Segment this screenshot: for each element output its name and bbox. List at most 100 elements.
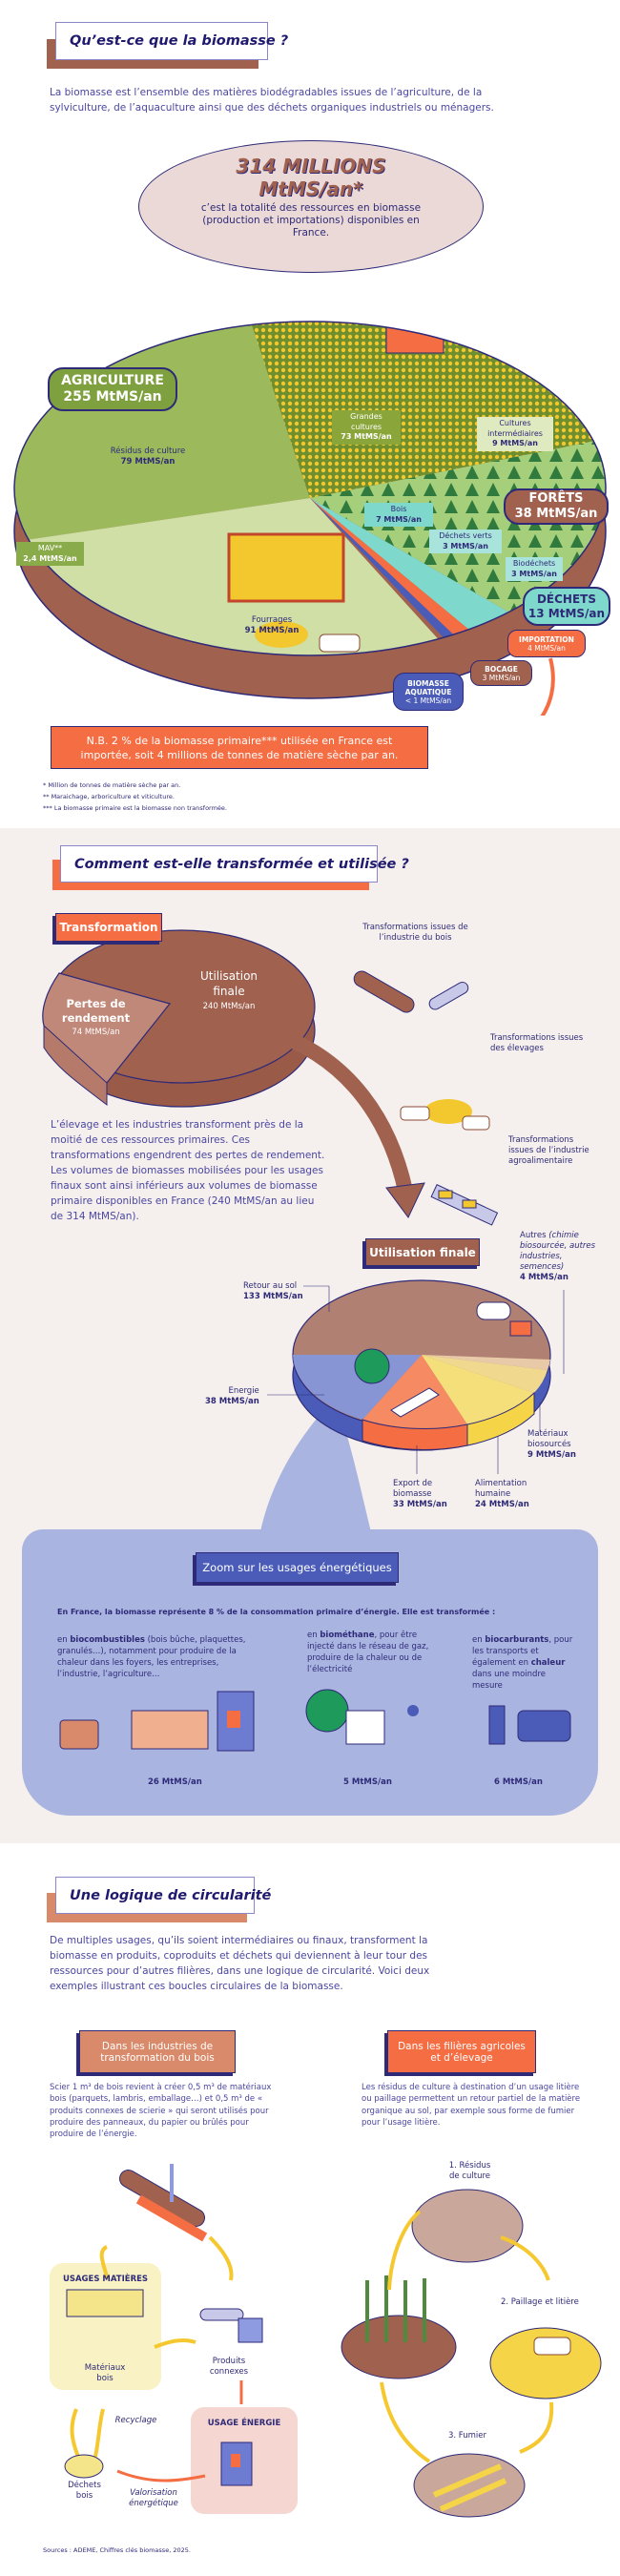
total-big-2: MtMS/an* <box>258 177 363 200</box>
cow <box>319 634 361 653</box>
pellet-bags-icon <box>131 1710 209 1750</box>
energy-value-biocarburants: 6 MtMS/an <box>494 1777 543 1787</box>
slice-autres <box>422 1355 550 1370</box>
dechets-badge: DÉCHETS 13 MtMS/an <box>523 587 610 626</box>
crop-field <box>341 2315 457 2379</box>
energy-illustrations <box>59 1689 571 1752</box>
biomethane-plant-icon <box>305 1689 419 1745</box>
digester-icon <box>354 1348 390 1384</box>
section-what-is-biomass: Qu’est-ce que la biomasse ? La biomasse … <box>0 0 620 828</box>
usage-energie-label: USAGE ÉNERGIE <box>207 2419 281 2428</box>
paper-icon <box>199 2308 263 2343</box>
energy-col-biocombustibles: en biocombustibles (bois bûche, plaquett… <box>57 1635 246 1679</box>
total-ellipse: 314 MILLIONS MtMS/an* c’est la totalité … <box>138 140 484 273</box>
forets-badge: FORÊTS 38 MtMS/an <box>504 488 609 525</box>
dechets-bois-label: Déchets bois <box>68 2481 101 2501</box>
wood-industry-icon <box>353 970 469 1013</box>
forets-value: 38 MtMS/an <box>514 507 598 521</box>
transformation-pie <box>42 929 499 1226</box>
final-use-tag: Utilisation finale <box>365 1238 480 1266</box>
wood-tag: Dans les industries de transformation du… <box>79 2030 236 2073</box>
stove-icon <box>217 1691 255 1752</box>
label-transfo-elevages: Transformations issues des élevages <box>490 1033 584 1053</box>
slice-dechets <box>310 498 523 655</box>
energy-zoom-box: Zoom sur les usages énergétiques En Fran… <box>22 1529 598 1816</box>
hay-trailer <box>227 532 345 603</box>
agri-loop-diagram <box>341 2189 602 2518</box>
transformation-paragraph: L’élevage et les industries transforment… <box>51 1119 325 1222</box>
use-autres: Autres (chimie biosourcée, autres indust… <box>520 1231 596 1282</box>
sawmill-icon <box>118 2164 208 2242</box>
transformation-tag: Transformation <box>55 913 162 942</box>
manure-field <box>413 2453 526 2518</box>
intro-text: La biomasse est l’ensemble des matières … <box>50 87 494 114</box>
section-title: Comment est-elle transformée et utilisée… <box>60 845 409 883</box>
ship-icon <box>390 1387 440 1418</box>
dechets-value: 13 MtMS/an <box>527 606 606 620</box>
agriculture-badge: AGRICULTURE 255 MtMS/an <box>48 367 177 411</box>
usages-matieres-label: USAGES MATIÈRES <box>62 2275 149 2284</box>
label-transfo-bois: Transformations issues de l’industrie du… <box>362 923 468 943</box>
straw-bedding <box>489 2327 602 2399</box>
dechets-label: DÉCHETS <box>536 592 597 607</box>
agrifood-icon <box>430 1184 499 1226</box>
label-mav: MAV**2,4 MtMS/an <box>16 542 84 566</box>
energy-col-biomethane: en biométhane, pour être injecté dans le… <box>307 1631 429 1674</box>
footnote-1: * Million de tonnes de matière sèche par… <box>43 781 181 789</box>
zoom-funnel <box>259 1279 565 1536</box>
slice-materiaux <box>422 1355 548 1393</box>
agri-tag: Dans les filières agricoles et d’élevage <box>387 2030 536 2073</box>
step-2-label: 2. Paillage et litière <box>501 2297 579 2307</box>
footnote-3: *** La biomasse primaire est la biomasse… <box>43 804 227 812</box>
section-transformation: Comment est-elle transformée et utilisée… <box>0 828 620 1843</box>
flow-arrow <box>268 1025 413 1193</box>
fodder-pile <box>255 621 308 648</box>
agriculture-value: 255 MtMS/an <box>63 389 162 405</box>
slice-export <box>362 1355 467 1429</box>
wood-planks-icon <box>66 2289 144 2317</box>
step-1-label: 1. Résidus de culture <box>448 2161 491 2181</box>
fuel-pump-car-icon <box>488 1705 571 1745</box>
sawdust-icon <box>64 2454 104 2479</box>
crop-residue-field <box>411 2189 524 2263</box>
energy-intro: En France, la biomasse représente 8 % de… <box>57 1608 496 1616</box>
logs-icon <box>59 1719 99 1750</box>
section-circularity: Une logique de circularité De multiples … <box>0 1843 620 2576</box>
forets-label: FORÊTS <box>528 491 584 507</box>
stove-icon <box>220 2441 253 2486</box>
slice-alimentation <box>422 1355 534 1424</box>
energy-value-biocombustibles: 26 MtMS/an <box>148 1777 202 1787</box>
step-3-label: 3. Fumier <box>448 2431 486 2441</box>
total-text: c’est la totalité des ressources en biom… <box>200 202 422 239</box>
materiaux-bois-label: Matériaux bois <box>84 2363 126 2383</box>
slice-aquatique <box>310 498 488 655</box>
import-arrow <box>540 657 555 716</box>
circularity-paragraph: De multiples usages, qu’ils soient inter… <box>50 1935 430 1992</box>
total-big-1: 314 MILLIONS <box>236 155 386 177</box>
energy-col-biocarburants: en biocarburants, pour les transports et… <box>472 1635 573 1691</box>
section-title: Qu’est-ce que la biomasse ? <box>55 22 288 60</box>
valorisation-label: Valorisation énergétique <box>129 2488 178 2508</box>
label-transfo-agro: Transformations issues de l’industrie ag… <box>508 1135 589 1166</box>
footnote-2: ** Maraichage, arboriculture et viticult… <box>43 793 175 800</box>
nb-box: N.B. 2 % de la biomasse primaire*** util… <box>51 726 428 769</box>
energy-zoom-tag: Zoom sur les usages énergétiques <box>196 1552 399 1583</box>
sources: Sources : ADEME, Chiffres clés biomasse,… <box>43 2546 191 2554</box>
agri-text: Les résidus de culture à destination d’u… <box>362 2083 581 2128</box>
produits-connexes-label: Produits connexes <box>209 2357 249 2377</box>
slice-bocage <box>310 498 504 655</box>
